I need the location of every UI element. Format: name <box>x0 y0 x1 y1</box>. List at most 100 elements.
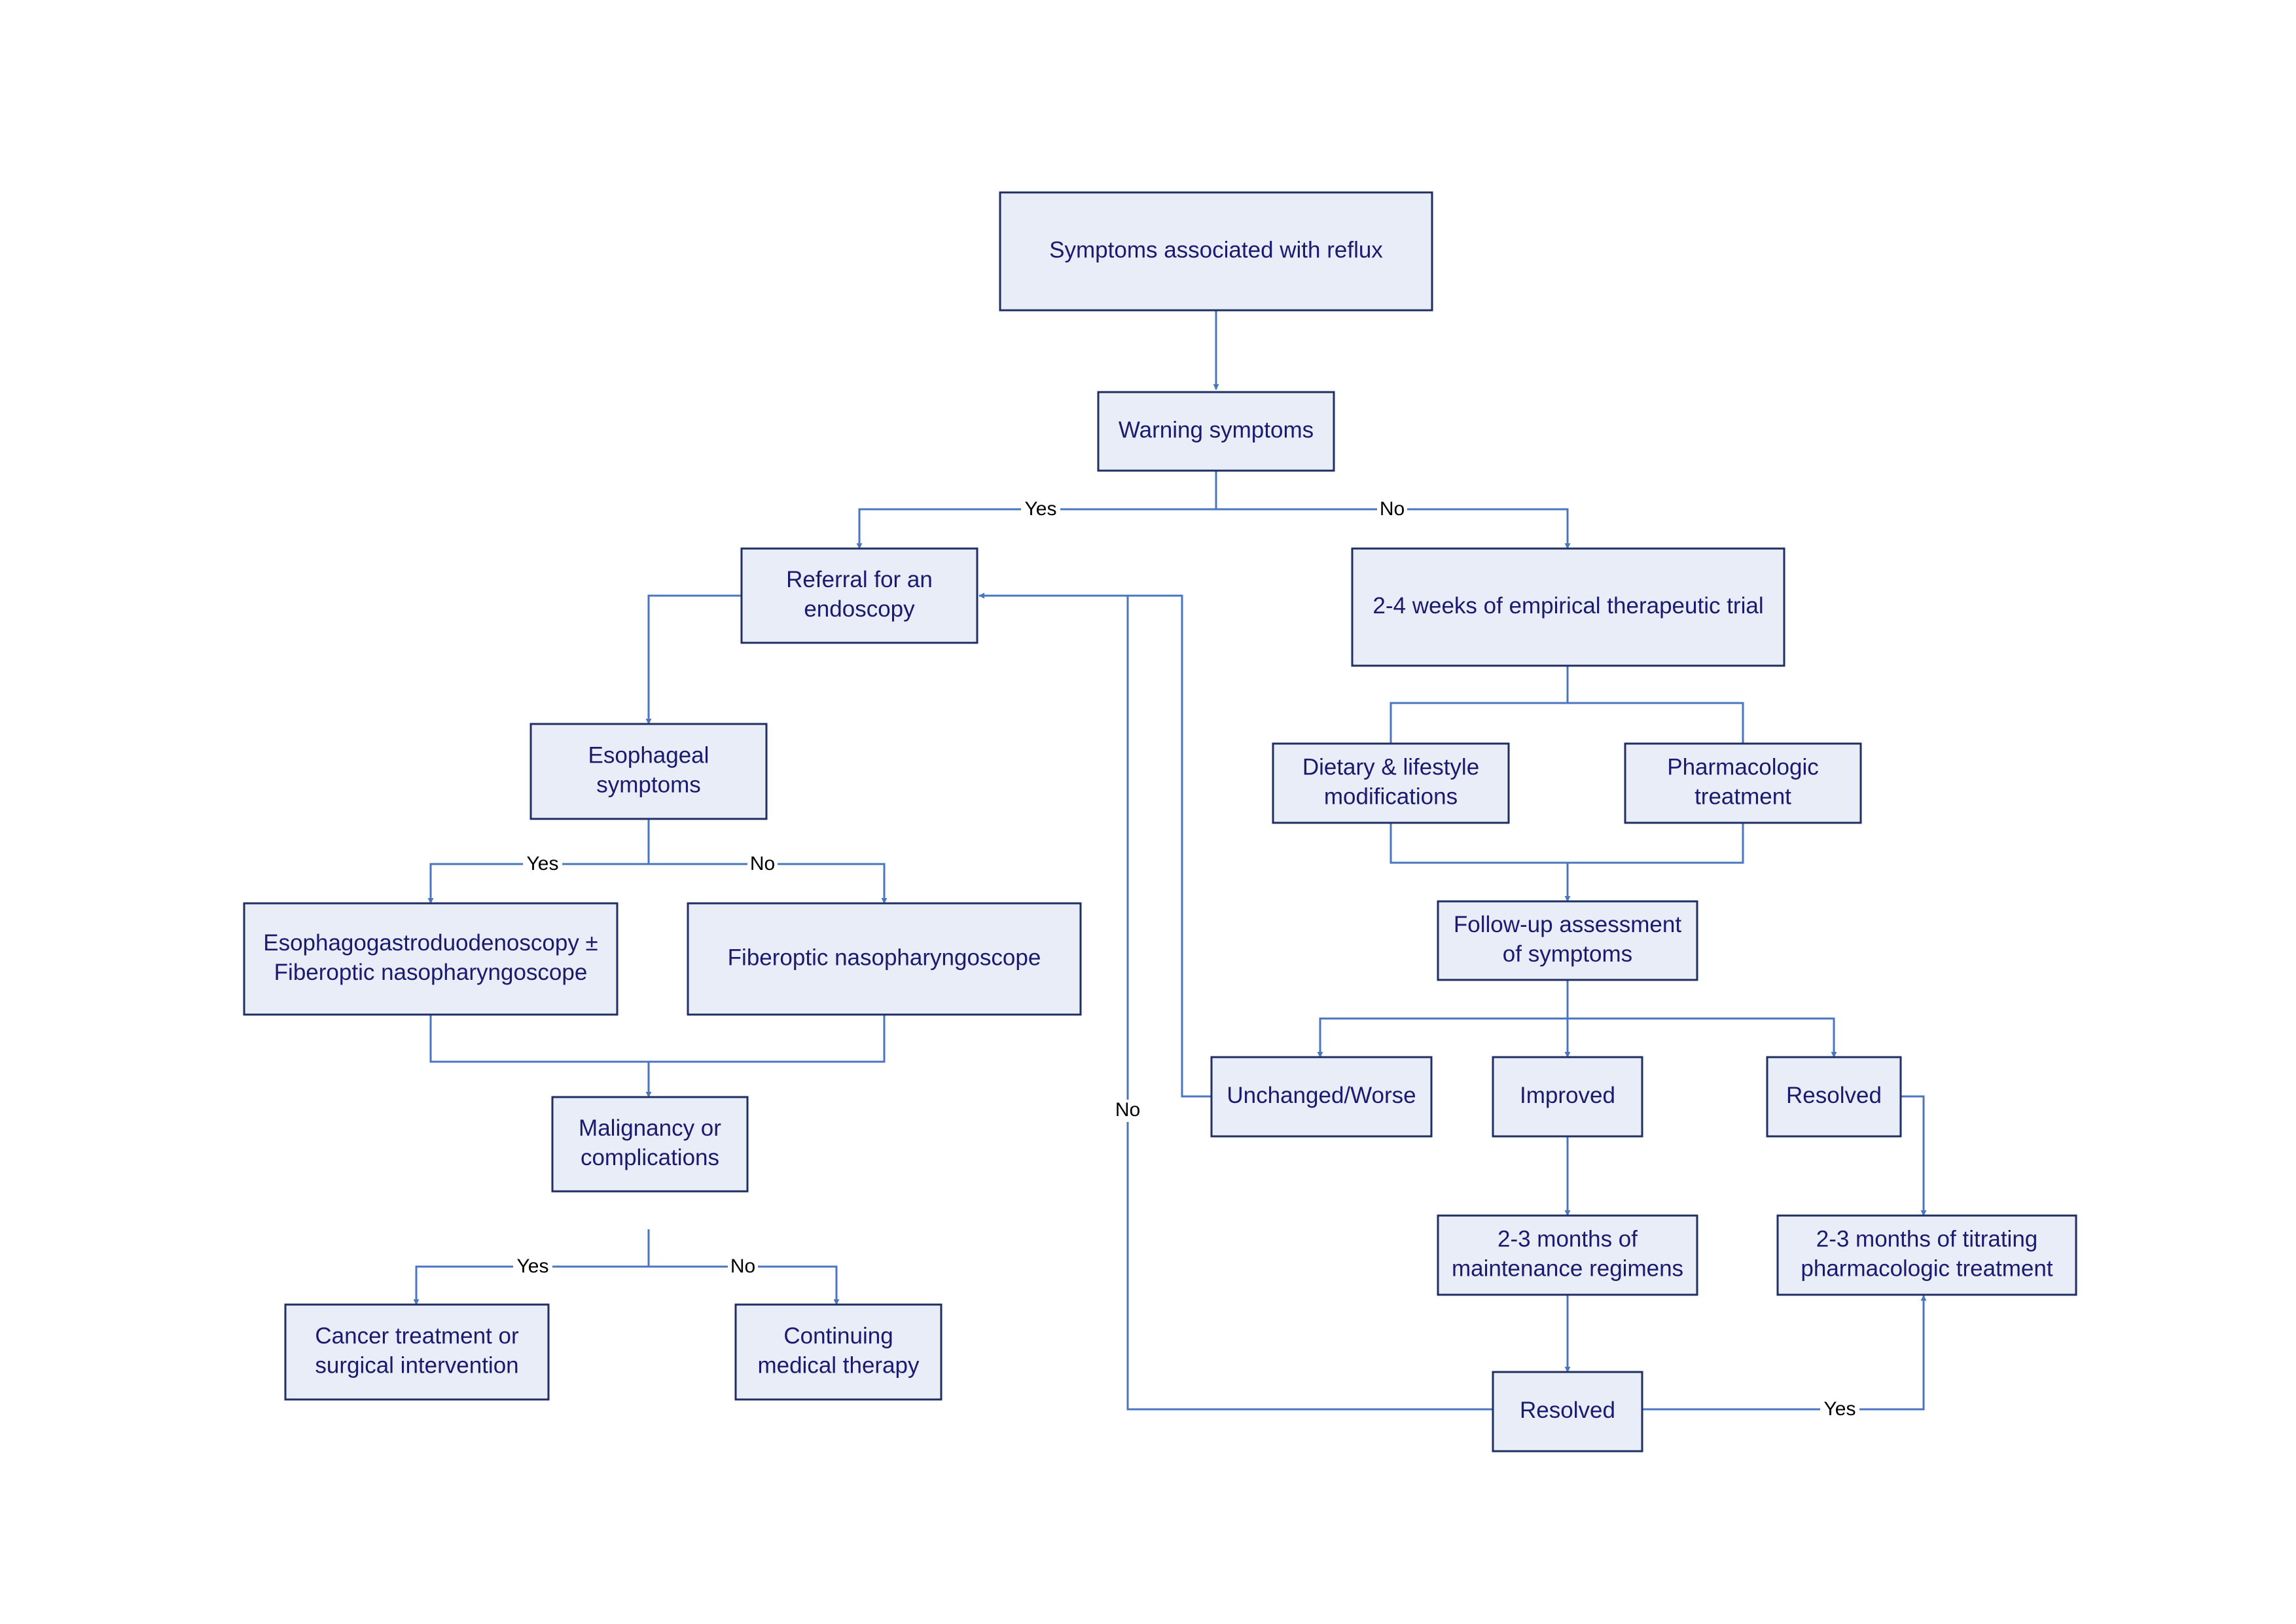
node-box <box>740 547 978 644</box>
edge-malignancy-yes-to-cancer <box>413 1265 649 1305</box>
node-label-line: Follow-up assessment <box>1454 912 1681 937</box>
node-followup: Follow-up assessment of symptoms <box>1437 900 1698 981</box>
edge-trial-split <box>1390 666 1744 744</box>
node-label-line: modifications <box>1324 784 1458 809</box>
svg-text:No: No <box>1380 498 1405 520</box>
node-box <box>1492 1056 1643 1138</box>
node-maintenance: 2-3 months of maintenance regimens <box>1437 1214 1698 1296</box>
node-box <box>284 1303 550 1401</box>
node-resolved-bottom: Resolved <box>1492 1371 1643 1453</box>
node-pharma: Pharmacologic treatment <box>1624 742 1862 824</box>
node-box <box>243 902 619 1016</box>
node-box <box>1437 1214 1698 1296</box>
node-box <box>1624 742 1862 824</box>
node-unchanged: Unchanged/Worse <box>1210 1056 1433 1138</box>
node-label-line: Warning symptoms <box>1119 417 1314 442</box>
node-resolved-top: Resolved <box>1766 1056 1902 1138</box>
node-label-line: Symptoms associated with reflux <box>1049 237 1383 262</box>
node-box <box>1272 742 1510 824</box>
node-cancer: Cancer treatment or surgical intervention <box>284 1303 550 1401</box>
label-resolved-yes: Yes <box>1820 1398 1859 1420</box>
svg-text:Yes: Yes <box>527 853 559 875</box>
label-esophageal-yes: Yes <box>523 853 562 875</box>
node-box <box>1437 900 1698 981</box>
svg-text:Yes: Yes <box>517 1255 549 1277</box>
node-label-line: Continuing <box>783 1323 893 1348</box>
edge-resolved-no-to-referral <box>1126 596 1493 1411</box>
connectors <box>413 310 1927 1411</box>
label-malignancy-no: No <box>728 1255 758 1277</box>
node-egd: Esophagogastroduodenoscopy ± Fiberoptic n… <box>243 902 619 1016</box>
node-box <box>1766 1056 1902 1138</box>
node-label-line: Resolved <box>1786 1083 1882 1108</box>
node-improved: Improved <box>1492 1056 1643 1138</box>
edge-followup-to-resolved <box>1568 1017 1837 1058</box>
node-label-line: complications <box>581 1145 719 1170</box>
node-fiberoptic: Fiberoptic nasopharyngoscope <box>687 902 1082 1016</box>
node-label-line: maintenance regimens <box>1452 1255 1683 1281</box>
node-box <box>734 1303 942 1401</box>
node-label-line: 2-3 months of <box>1498 1226 1638 1252</box>
node-label-line: Referral for an <box>786 567 933 592</box>
node-box <box>1351 547 1785 667</box>
label-warning-yes: Yes <box>1021 498 1060 520</box>
node-label-line: Resolved <box>1520 1398 1615 1423</box>
svg-text:No: No <box>1115 1099 1140 1121</box>
node-referral: Referral for an endoscopy <box>740 547 978 644</box>
node-warning: Warning symptoms <box>1097 391 1335 472</box>
node-box <box>551 1096 749 1193</box>
node-label-line: Fiberoptic nasopharyngoscope <box>728 945 1041 970</box>
node-label-line: Dietary & lifestyle <box>1302 754 1479 780</box>
svg-text:No: No <box>730 1255 755 1277</box>
edge-warning-no-to-trial <box>1216 508 1571 549</box>
node-box <box>529 723 768 820</box>
node-box <box>999 191 1433 312</box>
node-trial: 2-4 weeks of empirical therapeutic trial <box>1351 547 1785 667</box>
node-box <box>1210 1056 1433 1138</box>
svg-text:Yes: Yes <box>1025 498 1057 520</box>
edge-treatments-merge <box>1390 823 1744 864</box>
node-label-line: of symptoms <box>1503 941 1632 967</box>
edge-endoscopy-merge <box>429 1015 886 1063</box>
label-esophageal-no: No <box>747 853 778 875</box>
edge-unchanged-back-to-referral <box>978 592 1211 1098</box>
node-box <box>1776 1214 2077 1296</box>
node-label-line: symptoms <box>596 772 700 797</box>
node-continuing: Continuing medical therapy <box>734 1303 942 1401</box>
node-label-line: Pharmacologic <box>1667 754 1819 780</box>
edge-esophageal-no-to-fiberoptic <box>649 863 888 904</box>
edge-resolved-to-titrating <box>1901 1095 1927 1216</box>
node-label-line: Unchanged/Worse <box>1227 1083 1416 1108</box>
label-resolved-no: No <box>1112 1099 1143 1122</box>
node-box <box>1492 1371 1643 1453</box>
node-label-line: 2-4 weeks of empirical therapeutic trial <box>1372 593 1763 619</box>
label-warning-no: No <box>1377 498 1407 520</box>
node-label-line: treatment <box>1695 784 1791 809</box>
node-symptoms: Symptoms associated with reflux <box>999 191 1433 312</box>
node-titrating: 2-3 months of titrating pharmacologic tre… <box>1776 1214 2077 1296</box>
edge-followup-to-unchanged <box>1317 1017 1568 1058</box>
edge-referral-to-esophageal <box>645 594 742 725</box>
svg-text:Yes: Yes <box>1824 1398 1856 1420</box>
edge-malignancy-no-to-continuing <box>649 1265 840 1305</box>
node-label-line: Cancer treatment or <box>315 1323 519 1348</box>
node-label-line: endoscopy <box>804 596 915 622</box>
node-label-line: Esophageal <box>588 742 709 768</box>
node-label-line: pharmacologic treatment <box>1801 1255 2053 1281</box>
svg-text:No: No <box>750 853 775 875</box>
node-label-line: medical therapy <box>757 1352 920 1378</box>
node-label-line: 2-3 months of titrating <box>1816 1226 2038 1252</box>
edge-warning-yes-to-referral <box>856 508 1216 549</box>
node-esophageal: Esophageal symptoms <box>529 723 768 820</box>
node-label-line: Fiberoptic nasopharyngoscope <box>274 960 588 985</box>
edge-labels: Yes No Yes No Yes No No Yes <box>513 498 1859 1420</box>
node-label-line: Esophagogastroduodenoscopy ± <box>263 930 598 956</box>
edge-esophageal-yes-to-egd <box>427 863 649 904</box>
label-malignancy-yes: Yes <box>513 1255 552 1277</box>
node-label-line: surgical intervention <box>315 1352 518 1378</box>
node-dietary: Dietary & lifestyle modifications <box>1272 742 1510 824</box>
node-box <box>1097 391 1335 472</box>
